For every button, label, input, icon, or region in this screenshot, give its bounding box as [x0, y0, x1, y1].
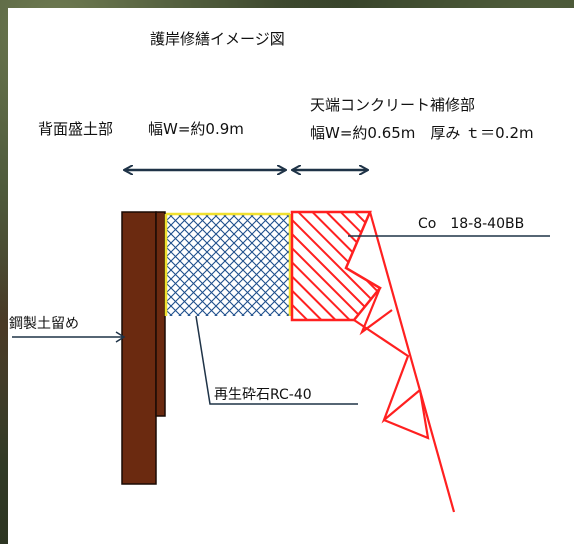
crown-concrete-repair	[290, 210, 382, 322]
concrete-spec-label: Co 18-8-40BB	[418, 216, 524, 232]
crown-repair-name: 天端コンクリート補修部	[310, 96, 475, 114]
back-fill-width: 幅W=約0.9m	[148, 120, 244, 138]
gravel-leader-line	[195, 315, 358, 405]
back-fill-name: 背面盛土部	[38, 120, 113, 138]
existing-revetment-outline	[353, 211, 456, 513]
steel-wall-label: 鋼製土留め	[9, 316, 79, 332]
steel-retaining-wall	[121, 211, 166, 485]
diagram-title: 護岸修繕イメージ図	[150, 30, 285, 48]
gravel-label: 再生砕石RC-40	[214, 387, 312, 403]
steel-wall-leader-arrow	[115, 331, 126, 343]
crown-repair-spec: 幅W=約0.65m 厚み ｔ＝0.2m	[310, 124, 534, 142]
crushed-stone-backfill	[164, 212, 292, 316]
